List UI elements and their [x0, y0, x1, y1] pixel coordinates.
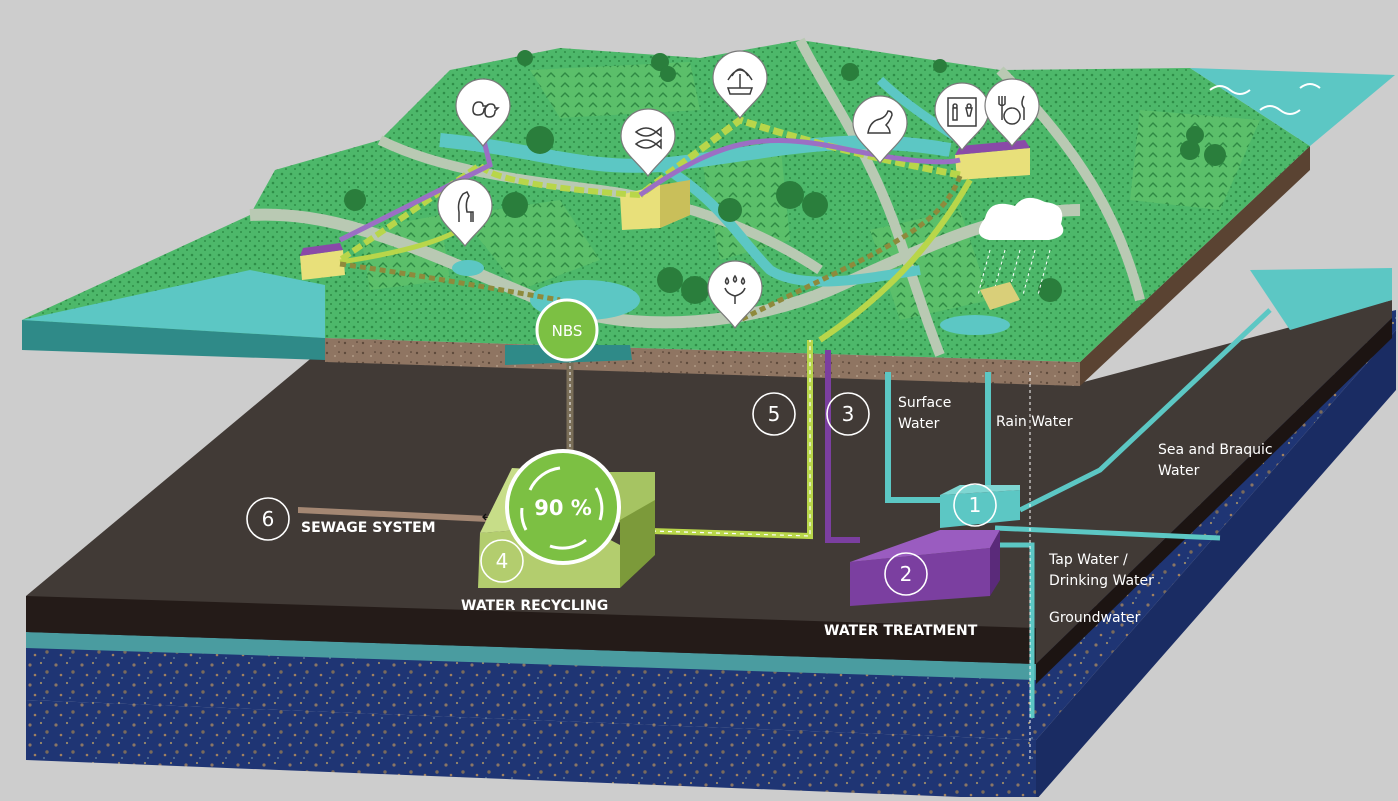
rain-cloud [977, 197, 1064, 296]
fish-icon [634, 126, 662, 150]
map-pin-fish [620, 108, 676, 177]
map-pin-seal [852, 95, 908, 164]
label-sewage-system: SEWAGE SYSTEM [301, 520, 436, 536]
restroom-icon [947, 97, 977, 127]
recycling-percent: 90 % [534, 496, 592, 520]
badge-5: 5 [752, 392, 796, 436]
map-pin-giraffe [437, 178, 493, 247]
svg-text:4: 4 [496, 549, 509, 573]
badge-4: 4 [480, 539, 524, 583]
map-pin-restroom [934, 82, 990, 151]
building-right [955, 140, 1030, 180]
recycling-circle [505, 449, 621, 565]
land-layer [22, 37, 1395, 386]
restaurant-icon [998, 95, 1025, 125]
label-sea-water-line2: Water [1158, 463, 1200, 479]
svg-text:5: 5 [768, 402, 781, 426]
label-tap-water-line2: Drinking Water [1049, 573, 1154, 589]
nbs-marker: NBS [505, 298, 632, 365]
label-tap-water-line1: Tap Water / [1048, 552, 1128, 568]
svg-text:3: 3 [842, 402, 855, 426]
pipes [298, 308, 1272, 760]
fountain-icon [726, 68, 754, 95]
badge-2: 2 [884, 552, 928, 596]
svg-text:1: 1 [969, 493, 982, 517]
svg-text:2: 2 [900, 562, 913, 586]
building-left [300, 243, 345, 280]
giraffe-icon [457, 190, 474, 222]
map-pin-plant-irrigation [707, 260, 763, 329]
map-pin-restaurant [984, 78, 1040, 147]
plant-irrigation-icon [724, 274, 746, 304]
label-sea-water-line1: Sea and Braquic [1158, 442, 1273, 458]
seal-icon [867, 110, 893, 134]
soil-layer [26, 300, 1392, 684]
badge-1: 1 [953, 483, 997, 527]
map-pin-fountain [712, 50, 768, 119]
nbs-label: NBS [552, 322, 583, 340]
ducks-icon [472, 101, 500, 118]
water-treatment-block [850, 485, 1020, 606]
label-water-recycling: WATER RECYCLING [461, 598, 608, 614]
label-water-treatment: WATER TREATMENT [824, 623, 978, 639]
label-rain-water: Rain Water [996, 414, 1073, 430]
map-pin-ducks [455, 78, 511, 147]
badge-6: 6 [246, 497, 290, 541]
badge-3: 3 [826, 392, 870, 436]
svg-text:6: 6 [262, 507, 275, 531]
recycling-arrows-icon [520, 466, 604, 550]
label-surface-water-line2: Water [898, 416, 940, 432]
label-groundwater: Groundwater [1049, 610, 1141, 626]
label-surface-water-line1: Surface [898, 395, 951, 411]
